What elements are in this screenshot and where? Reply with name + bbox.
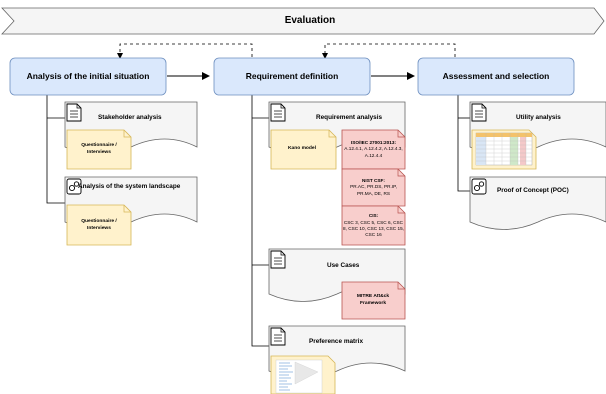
note-cis (341, 205, 406, 246)
preference-matrix-thumbnail (270, 355, 336, 394)
note-text-mitre: MITRE Att&ck Framework (356, 294, 390, 306)
note-text-cis: CIS: CSC 3, CSC 5, CSC 6, CSC 8, CSC 10,… (343, 208, 404, 244)
note-text-kano-model: Kano model (288, 145, 316, 151)
note-kano-model (270, 129, 337, 170)
note-text-questionnaire-2: Questionnaire / Interviews (81, 219, 117, 231)
feedback-connector-2 (322, 43, 456, 63)
note-questionnaire-2 (66, 204, 132, 246)
gears-icon (471, 178, 487, 195)
note-iso (341, 129, 406, 170)
note-nist (341, 168, 406, 207)
document-icon (270, 103, 286, 122)
doc-title-preference-matrix: Preference matrix (309, 338, 363, 345)
note-text-iso: ISO/IEC 27001:2013: A.12.4.1, A.12.4.2, … (343, 131, 404, 168)
document-icon (471, 103, 487, 122)
phase-label-assessment: Assessment and selection (442, 71, 550, 82)
iso-title: ISO/IEC 27001:2013: (350, 139, 397, 145)
doc-title-system-landscape: Analysis of the system landscape (78, 183, 181, 190)
gears-icon (66, 178, 82, 195)
phase-label-analysis: Analysis of the initial situation (26, 71, 150, 82)
evaluation-banner (1, 7, 605, 35)
doc-title-utility-analysis: Utility analysis (516, 114, 561, 121)
nist-title: NIST CSF: (362, 177, 385, 183)
doc-title-requirement-analysis: Requirement analysis (316, 114, 383, 121)
cis-title: CIS: (368, 213, 379, 219)
doc-title-stakeholder: Stakeholder analysis (98, 114, 162, 121)
note-text-nist: NIST CSF: PR.AC, PR.DS, PR.IP, PR.MA, DE… (343, 171, 404, 204)
phase-box-analysis (9, 57, 167, 96)
feedback-connector-1 (117, 43, 253, 63)
doc-shape-poc (469, 176, 606, 230)
note-mitre (341, 281, 406, 320)
doc-title-use-cases: Use Cases (327, 262, 360, 269)
note-questionnaire-1 (66, 129, 132, 170)
tree-connectors (46, 95, 470, 347)
phase-label-requirement: Requirement definition (245, 71, 339, 82)
utility-analysis-thumbnail (471, 129, 537, 170)
phase-box-requirement (213, 57, 371, 96)
banner-title: Evaluation (284, 14, 336, 26)
iso-controls: A.12.4.1, A.12.4.2, A.12.4.3, A.12.4.4 (344, 146, 403, 158)
doc-title-poc: Proof of Concept (POC) (497, 187, 569, 194)
note-text-questionnaire-1: Questionnaire / Interviews (81, 143, 117, 155)
document-icon (270, 327, 286, 346)
nist-functions: PR.AC, PR.DS, PR.IP, PR.MA, DE, RS (350, 184, 397, 196)
document-icon (66, 103, 82, 122)
phase-box-assessment (417, 57, 575, 96)
cis-controls: CSC 3, CSC 5, CSC 6, CSC 8, CSC 10, CSC … (343, 219, 404, 238)
document-icon (270, 250, 286, 269)
